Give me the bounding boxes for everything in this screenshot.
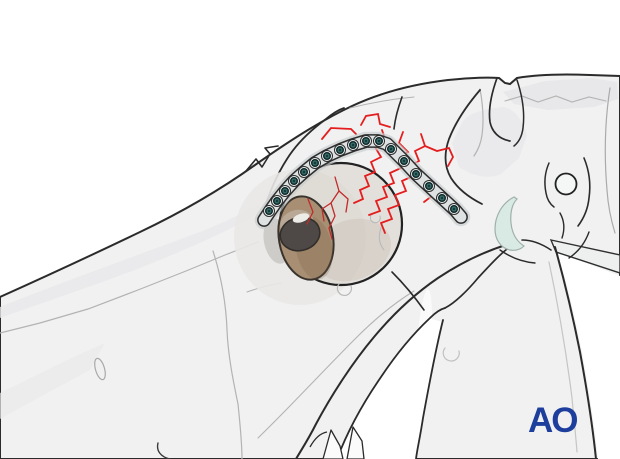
condyle-bottom [499,249,536,264]
plate-screws [263,135,460,217]
suture-lines [0,87,616,459]
mandible-front-edge [415,319,444,459]
postorbital-process-front [393,96,403,130]
ear-notch-front [488,77,511,142]
jaw-hook [156,442,171,459]
ear-canal [554,172,578,196]
bone-shading [0,78,618,419]
ear-notch-back [513,79,525,147]
infraorbital-foramen [94,357,106,381]
zygomatic-arch-upper [295,242,513,459]
frontal-bone-notch [245,145,279,172]
pupil-highlight [292,213,310,223]
ear-region [544,157,591,259]
bone-detail-lines [94,213,460,381]
temporal-fossa-edge [444,89,483,205]
bone-edge-lines [156,77,597,459]
background-gap-arch [337,318,443,459]
neck-outline [554,246,597,459]
zygomatic-arch-lower [336,307,446,459]
tmj-cartilage [494,196,525,251]
orbit-to-arch [391,271,425,311]
ao-logo: AO [528,401,577,440]
vessel-lines [306,176,349,240]
sigmoid-notch [444,246,511,309]
background-gap-neck [557,252,620,459]
condyle-top [521,239,552,251]
tooth-fragments [309,426,365,459]
